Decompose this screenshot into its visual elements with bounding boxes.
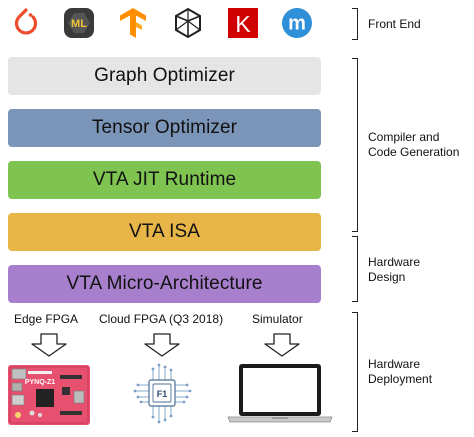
keras-logo-icon: K: [226, 6, 260, 40]
hardware-deployment-label: Hardware Deployment: [368, 357, 433, 386]
vta-isa-layer: VTA ISA: [8, 213, 321, 251]
coreml-logo-text: ML: [71, 18, 87, 30]
f1-chip-icon: F1: [132, 361, 194, 427]
coreml-logo-icon: ML: [62, 6, 96, 40]
graph-optimizer-layer: Graph Optimizer: [8, 57, 321, 95]
hardware-deployment-bracket: [352, 312, 358, 432]
pynq-z1-board-icon: PYNQ-Z1: [6, 361, 92, 427]
pytorch-logo-icon: [9, 6, 43, 40]
front-end-bracket: [352, 8, 358, 40]
keras-logo-text: K: [235, 11, 251, 37]
down-arrow-icon: [262, 333, 302, 357]
mxnet-geodesic-logo-icon: [171, 6, 205, 40]
hardware-design-label: Hardware Design: [368, 255, 421, 284]
down-arrow-icon: [29, 333, 69, 357]
vta-micro-architecture-layer: VTA Micro-Architecture: [8, 265, 321, 303]
f1-chip-text: F1: [157, 389, 168, 399]
mxnet-m-logo-text: m: [288, 13, 306, 35]
simulator-label: Simulator: [252, 312, 303, 326]
compiler-bracket: [352, 58, 358, 232]
mxnet-m-logo-icon: m: [280, 6, 314, 40]
pynq-board-text: PYNQ-Z1: [25, 379, 55, 386]
down-arrow-icon: [142, 333, 182, 357]
laptop-icon: [226, 361, 334, 425]
front-end-label: Front End: [368, 17, 421, 31]
tensorflow-logo-icon: [116, 6, 150, 40]
vta-jit-runtime-layer: VTA JIT Runtime: [8, 161, 321, 199]
edge-fpga-label: Edge FPGA: [14, 312, 79, 326]
cloud-fpga-label: Cloud FPGA (Q3 2018): [99, 312, 224, 326]
hardware-design-bracket: [352, 236, 358, 302]
tensor-optimizer-layer: Tensor Optimizer: [8, 109, 321, 147]
compiler-and-code-generation-label: Compiler and Code Generation: [368, 130, 460, 159]
